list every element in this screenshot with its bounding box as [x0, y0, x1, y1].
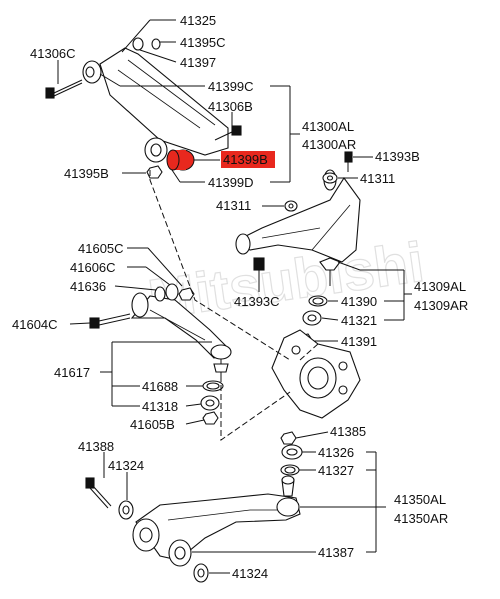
label-41605b: 41605B [130, 417, 175, 432]
ring-41688 [202, 380, 224, 392]
washer-41311-b [284, 200, 298, 212]
bolt-41388 [85, 477, 112, 509]
label-41327: 41327 [318, 463, 354, 478]
label-41399c: 41399C [208, 79, 254, 94]
label-41395b: 41395B [64, 166, 109, 181]
label-41399d: 41399D [208, 175, 254, 190]
part-labels: 41325 41395C 41397 41306C 41399C 41306B … [12, 13, 468, 581]
steering-knuckle [271, 329, 361, 419]
nut-41395b [146, 165, 163, 179]
label-41636: 41636 [70, 279, 106, 294]
label-41306c: 41306C [30, 46, 76, 61]
label-41605c: 41605C [78, 241, 124, 256]
label-41606c: 41606C [70, 260, 116, 275]
label-41688: 41688 [142, 379, 178, 394]
upper-arm-41325 [82, 37, 229, 163]
label-41309al: 41309AL [414, 279, 466, 294]
label-41395c: 41395C [180, 35, 226, 50]
label-41350al: 41350AL [394, 492, 446, 507]
boot-41321 [302, 310, 322, 326]
highlight-box-41399b [221, 151, 275, 168]
label-41326: 41326 [318, 445, 354, 460]
label-41390: 41390 [341, 294, 377, 309]
label-41311-b: 41311 [216, 198, 251, 213]
label-41300al: 41300AL [302, 119, 354, 134]
washer-41636 [154, 286, 166, 302]
label-41325: 41325 [180, 13, 216, 28]
washer-41324-a [118, 500, 134, 520]
label-41324-b: 41324 [232, 566, 268, 581]
label-41388: 41388 [78, 439, 114, 454]
label-41306b: 41306B [208, 99, 253, 114]
label-41318: 41318 [142, 399, 178, 414]
label-41391: 41391 [341, 334, 377, 349]
ring-41327 [280, 464, 300, 476]
nut-41605c [178, 287, 195, 301]
boot-41318 [200, 395, 220, 411]
assembly-guide-lines [149, 170, 319, 441]
dust-ring-41390 [308, 295, 328, 307]
nut-41385 [280, 431, 297, 445]
label-41393c: 41393C [234, 294, 280, 309]
label-41387: 41387 [318, 545, 354, 560]
bolt-41604c [89, 313, 131, 329]
bushing-41399b-highlighted [166, 149, 195, 171]
bolt-41393c [253, 257, 265, 285]
lower-arm-41350al [132, 475, 301, 567]
label-41324-a: 41324 [108, 458, 144, 473]
nut-41605b [202, 411, 219, 425]
label-41350ar: 41350AR [394, 511, 448, 526]
label-41397: 41397 [180, 55, 216, 70]
bolt-41306b [214, 125, 242, 141]
label-41604c: 41604C [12, 317, 58, 332]
label-41311-a: 41311 [360, 171, 395, 186]
boot-41326 [281, 444, 303, 460]
label-41385: 41385 [330, 424, 366, 439]
washer-41311-a [322, 172, 338, 184]
bolt-41306c [45, 79, 83, 99]
label-41300ar: 41300AR [302, 137, 356, 152]
washer-41606c [165, 283, 179, 301]
label-41617: 41617 [54, 365, 90, 380]
label-41399b: 41399B [223, 152, 268, 167]
label-41309ar: 41309AR [414, 298, 468, 313]
nut-41393b [344, 151, 353, 172]
leader-lines [57, 19, 412, 574]
washer-41324-b [193, 563, 209, 583]
label-41321: 41321 [341, 313, 377, 328]
label-41393b: 41393B [375, 149, 420, 164]
